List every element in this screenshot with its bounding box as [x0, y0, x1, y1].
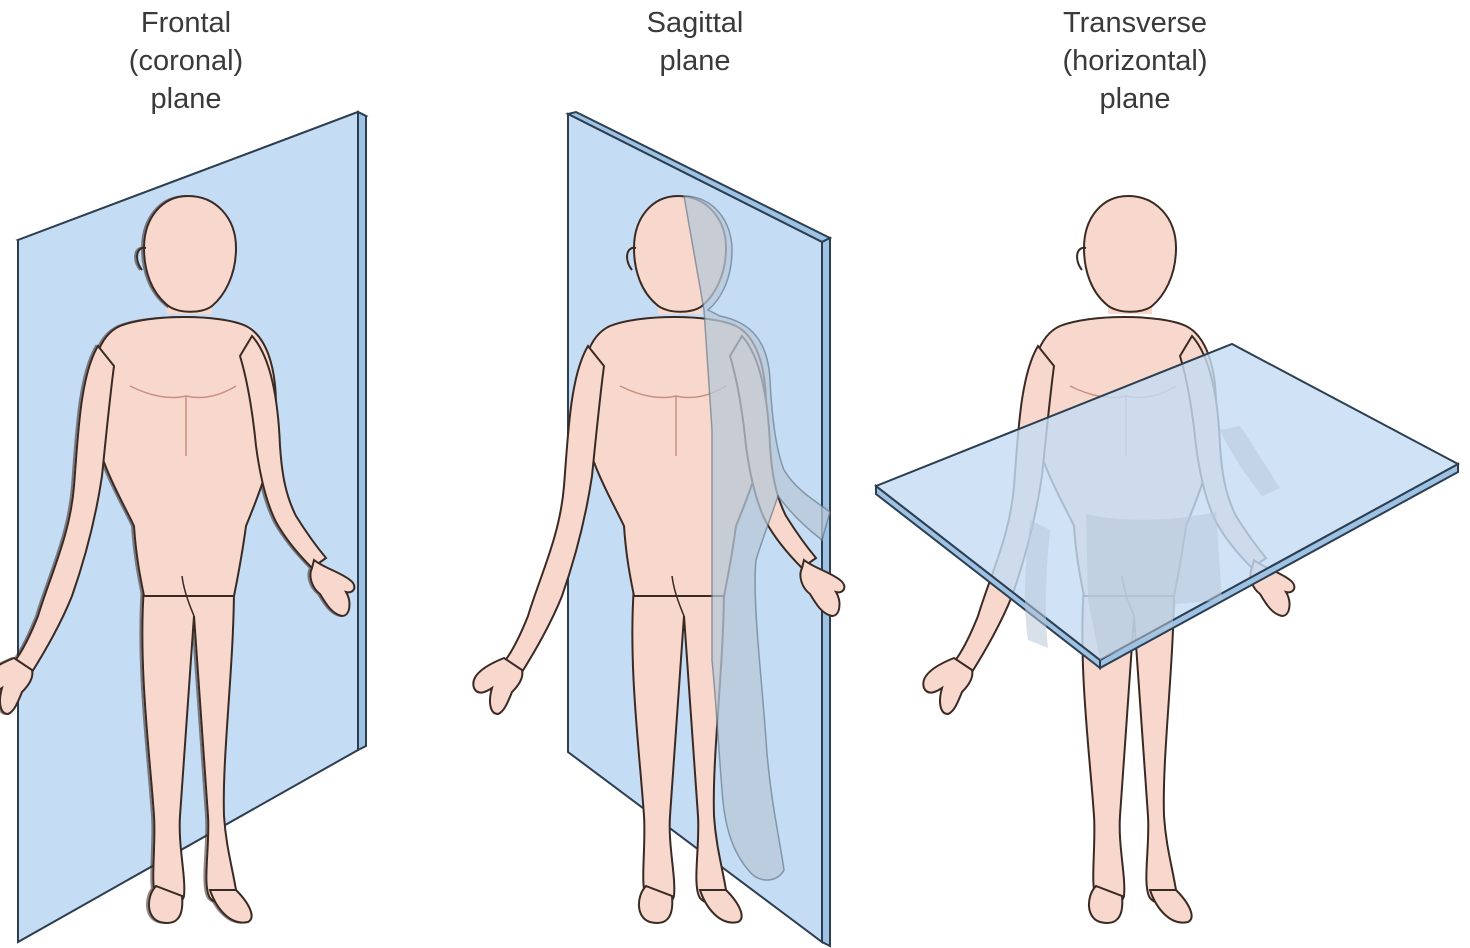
frontal-panel: [0, 112, 366, 942]
sagittal-panel: [473, 112, 844, 946]
transverse-panel: [876, 196, 1458, 923]
